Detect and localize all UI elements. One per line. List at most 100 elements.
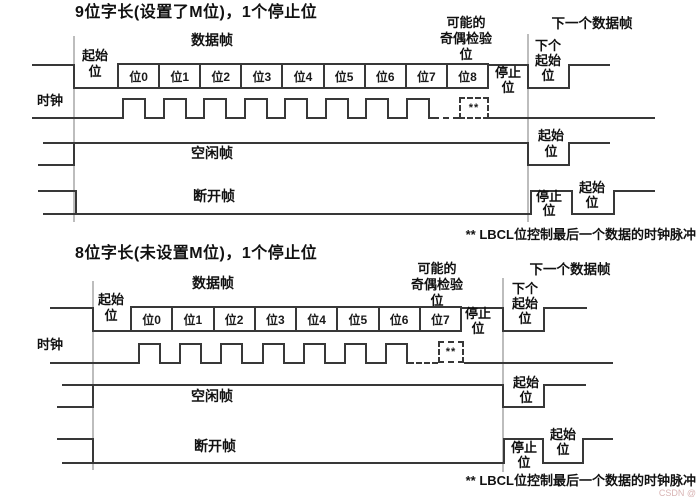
break-frame-low (43, 213, 530, 215)
clock-low (406, 362, 408, 364)
data-line-start-bit-low (73, 87, 117, 89)
clock-rise (385, 343, 388, 364)
clock-low (474, 362, 613, 364)
idle-next-start-low (502, 406, 543, 408)
break-next-frame-high (613, 190, 655, 192)
idle-frame-high (62, 384, 502, 386)
bit-cell: 位5 (336, 306, 380, 332)
clock-rise (203, 98, 205, 119)
clock-label: 时钟 (37, 93, 64, 108)
next-start-bit-label: 下个 (534, 38, 562, 53)
clock-high (405, 98, 428, 100)
clock-label: 时钟 (37, 337, 64, 352)
clock-rise (365, 98, 367, 119)
data-line-next-start-edge (527, 64, 529, 89)
possible-parity-label: 位 (430, 293, 444, 308)
next-data-frame-label: 下一个数据帧 (529, 262, 611, 277)
clock-low (306, 117, 325, 119)
clock-rise (405, 98, 408, 119)
break-next-frame-high (582, 438, 613, 440)
stop-bit-label: 位 (471, 321, 485, 336)
clock-high (179, 343, 201, 345)
stop-bit-label: 停止 (494, 65, 522, 80)
bit-cell: 位6 (377, 306, 421, 332)
possible-parity-label: 可能的 (446, 15, 486, 30)
clock-rise (179, 343, 182, 364)
start-bit-label: 位 (104, 308, 118, 323)
next-start-bit-label: 下个 (511, 281, 539, 296)
lbcl-footnote: ** LBCL位控制最后一个数据的时钟脉冲 (465, 473, 696, 488)
clock-low-dashed (408, 362, 438, 364)
data-line-start-bit-low (92, 330, 130, 332)
diagram-title: 9位字长(设置了M位)，1个停止位 (75, 4, 318, 21)
clock-fall (346, 98, 349, 119)
start-bit-label: 起始 (578, 180, 606, 195)
break-fall-edge (92, 438, 94, 464)
bit-cell: 位0 (117, 63, 161, 89)
clock-fall (406, 343, 409, 364)
clock-fall (225, 98, 227, 119)
data-line-start-edge (73, 64, 75, 89)
break-next-start-low (571, 213, 613, 215)
clock-low (387, 117, 406, 119)
idle-start-edge (502, 384, 504, 408)
lbcl-footnote: ** LBCL位控制最后一个数据的时钟脉冲 (465, 227, 696, 242)
next-start-bit-label: 起始 (534, 53, 562, 68)
frame-boundary-guide-line (502, 278, 504, 472)
clock-fall (365, 343, 367, 364)
break-stop-rise-edge (503, 438, 505, 464)
clock-high (203, 98, 225, 100)
stop-bit-label: 位 (517, 455, 531, 470)
break-entry-high-stub (38, 190, 75, 192)
clock-low (500, 117, 655, 119)
bit-cell: 位0 (130, 306, 174, 332)
clock-rise (162, 98, 165, 119)
clock-rise (138, 343, 140, 364)
clock-low-dashed (433, 117, 459, 119)
clock-rise (243, 98, 246, 119)
clock-high (344, 343, 365, 345)
clock-high (302, 343, 324, 345)
data-line-rise-edge (568, 64, 570, 89)
next-start-bit-label: 位 (518, 311, 532, 326)
start-bit-label: 起始 (549, 427, 577, 442)
clock-low (144, 117, 163, 119)
clock-fall (323, 343, 326, 364)
optional-clock-pulse-box: ** (459, 97, 489, 119)
next-start-bit-label: 起始 (511, 296, 539, 311)
frame-boundary-guide-line (527, 34, 529, 222)
start-bit-label: 位 (88, 64, 102, 79)
break-start-fall-edge (542, 438, 544, 464)
idle-rise-edge (73, 142, 75, 166)
next-start-bit-label: 位 (541, 68, 555, 83)
data-frame-label: 数据帧 (192, 275, 234, 291)
optional-clock-pulse-box: ** (438, 341, 464, 363)
bit-cell: 位2 (212, 306, 256, 332)
clock-high (243, 98, 266, 100)
break-stop-bit-high (503, 438, 542, 440)
clock-low (200, 362, 221, 364)
start-bit-label: 位 (585, 195, 599, 210)
idle-rise-edge (568, 142, 570, 166)
idle-entry-low-stub (38, 164, 73, 166)
clock-high (162, 98, 185, 100)
clock-fall (241, 343, 244, 364)
bit-cell: 位5 (322, 63, 366, 89)
clock-fall (200, 343, 203, 364)
idle-frame-label: 空闲帧 (191, 145, 233, 161)
clock-high (261, 343, 283, 345)
possible-parity-label: 位 (459, 47, 473, 62)
clock-fall (282, 343, 285, 364)
idle-entry-low-stub (57, 406, 92, 408)
clock-low (365, 362, 386, 364)
data-line-stop-bit-high (460, 307, 502, 309)
data-line-next-start-low (527, 87, 568, 89)
clock-low (32, 117, 122, 119)
clock-low (265, 117, 284, 119)
clock-fall (159, 343, 161, 364)
break-stop-rise-edge (530, 190, 532, 215)
stop-bit-label: 位 (542, 203, 556, 218)
start-bit-label: 起始 (81, 48, 109, 63)
stop-bit-label: 停止 (464, 306, 492, 321)
